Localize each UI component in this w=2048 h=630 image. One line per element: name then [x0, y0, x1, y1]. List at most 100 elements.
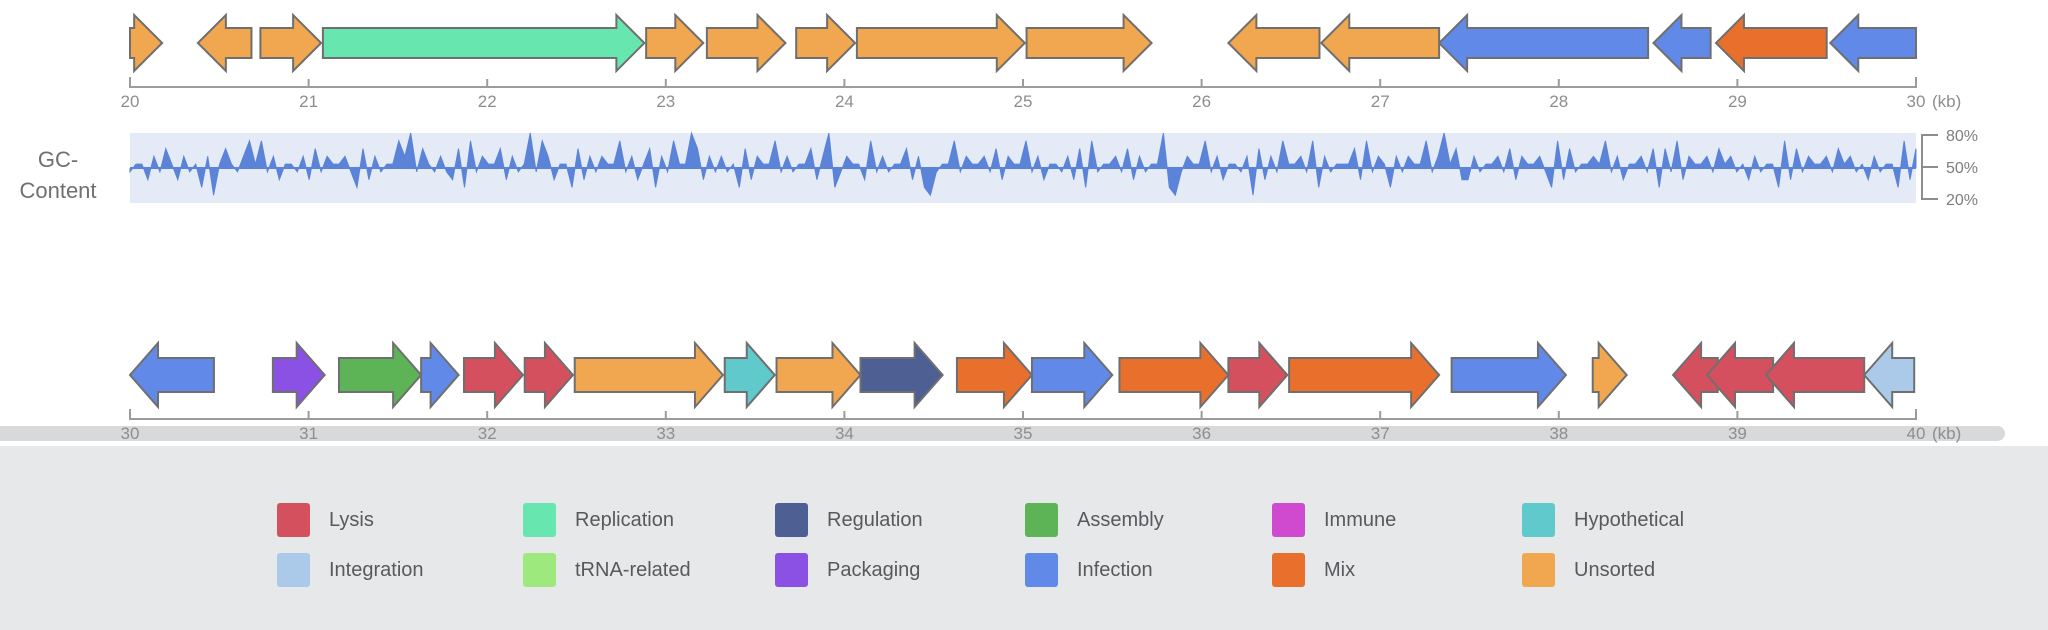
legend-swatch-lysis [277, 503, 310, 537]
gene-arrow-mix[interactable] [1118, 340, 1230, 410]
axis-tick-label: 27 [1371, 92, 1390, 111]
gene-arrow-unsorted[interactable] [259, 12, 323, 74]
gene-arrow-mix[interactable] [1714, 12, 1828, 74]
legend-swatch-immune [1272, 503, 1305, 537]
gene-arrow-unsorted[interactable] [1226, 12, 1321, 74]
gene-arrow-unsorted[interactable] [795, 12, 857, 74]
legend-label: Assembly [1077, 508, 1164, 531]
gene-arrow-lysis[interactable] [462, 340, 525, 410]
axis-tick-label: 36 [1192, 424, 1211, 443]
axis-tick-label: 34 [835, 424, 854, 443]
axis-tick-label: 30 [1907, 92, 1926, 111]
axis-tick-label: 28 [1549, 92, 1568, 111]
gene-arrow-unsorted[interactable] [705, 12, 787, 74]
gene-arrow-integration[interactable] [1862, 340, 1916, 410]
gene-arrow-unsorted[interactable] [1319, 12, 1441, 74]
gene-arrow-assembly[interactable] [337, 340, 423, 410]
gene-arrow-unsorted[interactable] [196, 12, 253, 74]
legend-item-unsorted: Unsorted [1522, 553, 1655, 587]
legend: Lysis Replication Regulation Assembly Immune… [0, 446, 2048, 630]
gene-arrow-infection[interactable] [420, 340, 460, 410]
legend-label: Mix [1324, 558, 1356, 581]
legend-swatch-regulation [775, 503, 808, 537]
axis-unit-label: (kb) [1932, 424, 1961, 443]
gene-arrow-replication[interactable] [321, 12, 646, 74]
gene-arrow-lysis[interactable] [1705, 340, 1775, 410]
gene-arrow-lysis[interactable] [1671, 340, 1719, 410]
axis-tick-label: 38 [1549, 424, 1568, 443]
legend-label: Unsorted [1574, 558, 1656, 581]
horizontal-scrollbar[interactable] [0, 426, 2005, 441]
gc-content-track: 80%50%20% [129, 128, 1978, 209]
gene-arrow-hypothetical[interactable] [723, 340, 777, 410]
axis-tick-label: 23 [656, 92, 675, 111]
legend-item-mix: Mix [1272, 553, 1355, 587]
gc-axis-bracket [1921, 134, 1938, 200]
legend-item-lysis: Lysis [277, 503, 374, 537]
legend-label: Integration [329, 558, 424, 581]
gc-content-label-line2: Content [19, 178, 97, 203]
legend-swatch-packaging [775, 553, 808, 587]
gene-arrow-regulation[interactable] [859, 340, 944, 410]
legend-swatch-assembly [1025, 503, 1058, 537]
gene-arrow-lysis[interactable] [1764, 340, 1866, 410]
legend-item-hypothetical: Hypothetical [1522, 503, 1684, 537]
legend-swatch-hypothetical [1522, 503, 1555, 537]
gene-arrow-unsorted[interactable] [775, 340, 862, 410]
legend-item-infection: Infection [1025, 553, 1153, 587]
legend-swatch-mix [1272, 553, 1305, 587]
gc-axis-tick-label: 80% [1946, 128, 1978, 145]
axis-tick-label: 35 [1014, 424, 1033, 443]
axis-tick-label: 37 [1371, 424, 1390, 443]
gene-arrow-unsorted[interactable] [1025, 12, 1154, 74]
gene-arrow-infection[interactable] [128, 340, 215, 410]
axis-tick-label: 33 [656, 424, 675, 443]
axis-tick-label: 32 [478, 424, 497, 443]
legend-label: tRNA-related [575, 558, 691, 581]
axis-tick-label: 25 [1014, 92, 1033, 111]
axis-tick-label: 22 [478, 92, 497, 111]
gene-arrow-mix[interactable] [955, 340, 1034, 410]
axis-unit-label: (kb) [1932, 92, 1961, 111]
axis-tick-label: 30 [121, 424, 140, 443]
gene-arrow-infection[interactable] [1828, 12, 1917, 74]
gene-arrow-unsorted[interactable] [573, 340, 725, 410]
gene-arrow-infection[interactable] [1652, 12, 1712, 74]
legend-label: Replication [575, 508, 674, 531]
legend-label: Lysis [329, 508, 374, 531]
gene-arrow-infection[interactable] [1030, 340, 1114, 410]
legend-swatch-replication [523, 503, 556, 537]
axis-tick-label: 24 [835, 92, 854, 111]
legend-label: Hypothetical [1574, 508, 1685, 531]
gc-axis-tick-label: 20% [1946, 192, 1978, 209]
legend-swatch-infection [1025, 553, 1058, 587]
legend-item-immune: Immune [1272, 503, 1396, 537]
gc-area-plot [129, 131, 1917, 197]
legend-item-regulation: Regulation [775, 503, 923, 537]
gene-arrow-unsorted[interactable] [855, 12, 1027, 74]
legend-item-replication: Replication [523, 503, 674, 537]
gene-arrow-unsorted[interactable] [129, 12, 164, 74]
gene-arrow-packaging[interactable] [271, 340, 327, 410]
axis-tick-label: 31 [299, 424, 318, 443]
gene-arrow-lysis[interactable] [523, 340, 575, 410]
axis-tick-label: 39 [1728, 424, 1747, 443]
axis-tick-label: 29 [1728, 92, 1747, 111]
gene-arrow-unsorted[interactable] [645, 12, 705, 74]
axis-tick-label: 20 [121, 92, 140, 111]
gene-arrow-infection[interactable] [1437, 12, 1650, 74]
gene-arrow-infection[interactable] [1450, 340, 1568, 410]
legend-swatch-integration [277, 553, 310, 587]
legend-label: Immune [1324, 508, 1397, 531]
legend-swatch-unsorted [1522, 553, 1555, 587]
gc-content-label: GC- Content [0, 144, 116, 206]
gene-arrow-lysis[interactable] [1227, 340, 1289, 410]
gene-arrow-unsorted[interactable] [1591, 340, 1628, 410]
gene-arrow-mix[interactable] [1288, 340, 1441, 410]
legend-swatch-trna_related [523, 553, 556, 587]
gc-content-label-line1: GC- [37, 147, 79, 172]
